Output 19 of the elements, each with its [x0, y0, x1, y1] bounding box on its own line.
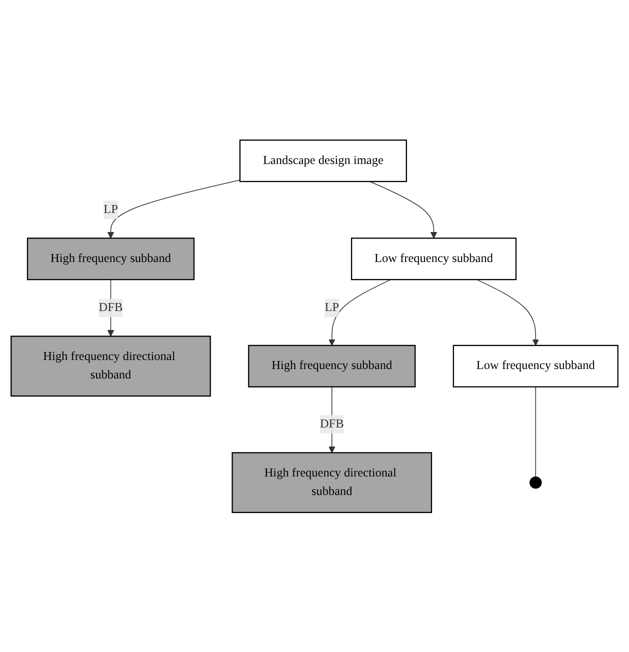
node-box: High frequency subband	[248, 344, 416, 388]
node-box: High frequency directional subband	[10, 335, 211, 396]
node-circle	[530, 476, 542, 488]
edge-label: LP	[324, 300, 340, 314]
node-box: Low frequency subband	[452, 344, 618, 388]
edge-label: DFB	[320, 417, 344, 430]
node-box: High frequency directional subband	[232, 452, 432, 513]
arrow	[107, 179, 240, 238]
arrow	[328, 386, 336, 453]
node-box: High frequency subband	[26, 237, 195, 280]
edge-label: LP	[104, 202, 118, 216]
arrow	[369, 180, 438, 238]
arrow	[107, 278, 114, 336]
arrow	[476, 278, 540, 346]
node-box: Low frequency subband	[350, 237, 517, 280]
connector	[535, 386, 536, 477]
arrow	[328, 278, 392, 346]
node-box: Landscape design image	[239, 139, 407, 182]
edge-label: DFB	[98, 300, 123, 314]
